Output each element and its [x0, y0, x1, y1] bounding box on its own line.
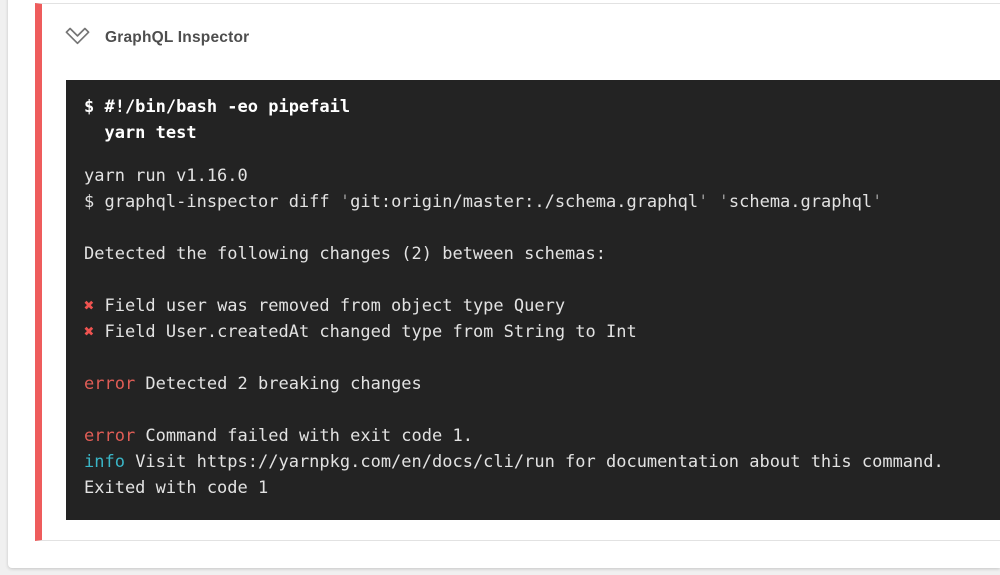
step-title: GraphQL Inspector	[105, 28, 250, 46]
chevron-down-icon	[64, 26, 91, 49]
terminal-line: ✖ Field User.createdAt changed type from…	[84, 322, 637, 342]
terminal-line: $ graphql-inspector diff 'git:origin/mas…	[84, 192, 883, 212]
terminal-line	[84, 397, 984, 423]
terminal-line: error Command failed with exit code 1.	[84, 426, 473, 446]
terminal-line: error Detected 2 breaking changes	[84, 374, 422, 394]
terminal-line: $ #!/bin/bash -eo pipefail	[84, 97, 351, 117]
terminal-output-block: $ #!/bin/bash -eo pipefail yarn test yar…	[66, 80, 1000, 520]
terminal-line	[84, 215, 984, 241]
terminal-line	[84, 267, 984, 293]
terminal-output: yarn run v1.16.0 $ graphql-inspector diff…	[84, 163, 984, 501]
terminal-line: yarn test	[84, 123, 197, 143]
terminal-line: yarn run v1.16.0	[84, 166, 248, 186]
terminal-line: Exited with code 1	[84, 478, 269, 498]
terminal-line	[84, 345, 984, 371]
step-header[interactable]: GraphQL Inspector	[42, 4, 1000, 49]
terminal-line: ✖ Field user was removed from object typ…	[84, 296, 566, 316]
terminal-line: info Visit https://yarnpkg.com/en/docs/c…	[84, 452, 944, 472]
terminal-command: $ #!/bin/bash -eo pipefail yarn test	[84, 94, 984, 146]
terminal-line: Detected the following changes (2) betwe…	[84, 244, 606, 264]
